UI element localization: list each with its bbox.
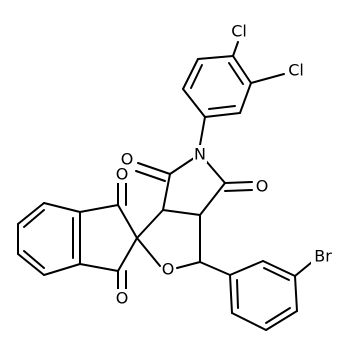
nitrogen-atom-label: N	[194, 145, 206, 164]
bond	[137, 162, 171, 175]
label-background	[193, 145, 207, 163]
label-background	[115, 165, 129, 183]
bond	[231, 312, 267, 331]
bond	[265, 310, 298, 331]
bond	[43, 263, 81, 276]
bond	[117, 237, 138, 272]
bond	[79, 263, 119, 272]
label-background	[161, 260, 175, 278]
bond	[236, 279, 239, 309]
bond	[263, 267, 290, 281]
bond	[199, 116, 206, 146]
bond	[17, 253, 45, 276]
bond	[136, 237, 161, 267]
bond	[176, 261, 201, 269]
bond	[43, 202, 81, 213]
bond	[229, 274, 233, 314]
bond	[79, 204, 119, 213]
label-background	[115, 289, 129, 307]
bond	[224, 189, 253, 192]
label-background	[285, 61, 307, 79]
bond	[229, 260, 264, 276]
bond	[232, 55, 252, 84]
oxygen-atom-label: O	[116, 289, 129, 308]
oxygen-atom-label: O	[121, 150, 134, 169]
bond	[265, 307, 291, 324]
bond	[117, 204, 138, 239]
bond	[23, 209, 45, 228]
bond	[190, 64, 203, 89]
bond	[197, 55, 234, 60]
oxygen-atom-label: O	[162, 260, 175, 279]
bond	[23, 250, 45, 269]
bond	[239, 82, 252, 114]
bond	[294, 275, 298, 312]
bond	[162, 209, 201, 216]
bond	[262, 260, 296, 277]
bond	[135, 170, 166, 182]
bond	[208, 105, 236, 110]
bond	[17, 202, 45, 225]
bond	[232, 41, 239, 57]
bond	[182, 58, 199, 90]
bond-lines	[17, 41, 313, 331]
label-background	[255, 177, 269, 195]
oxygen-atom-label: O	[116, 165, 129, 184]
label-background	[228, 22, 250, 40]
bromine-atom-label: Br	[314, 247, 332, 266]
bond	[224, 181, 253, 184]
label-background	[311, 247, 335, 265]
bond	[136, 209, 164, 239]
bond	[228, 62, 244, 85]
bond	[199, 261, 231, 276]
atom-labels: Cl Cl N O O O O O Br	[115, 22, 335, 308]
bond	[204, 112, 241, 118]
oxygen-atom-label: O	[256, 177, 269, 196]
chlorine-atom-label: Cl	[288, 61, 304, 80]
chlorine-atom-label: Cl	[231, 22, 247, 41]
label-background	[120, 150, 134, 168]
bond	[162, 173, 171, 211]
bond	[182, 88, 206, 118]
bond	[294, 261, 313, 277]
bond	[250, 73, 285, 84]
bond	[199, 182, 226, 216]
